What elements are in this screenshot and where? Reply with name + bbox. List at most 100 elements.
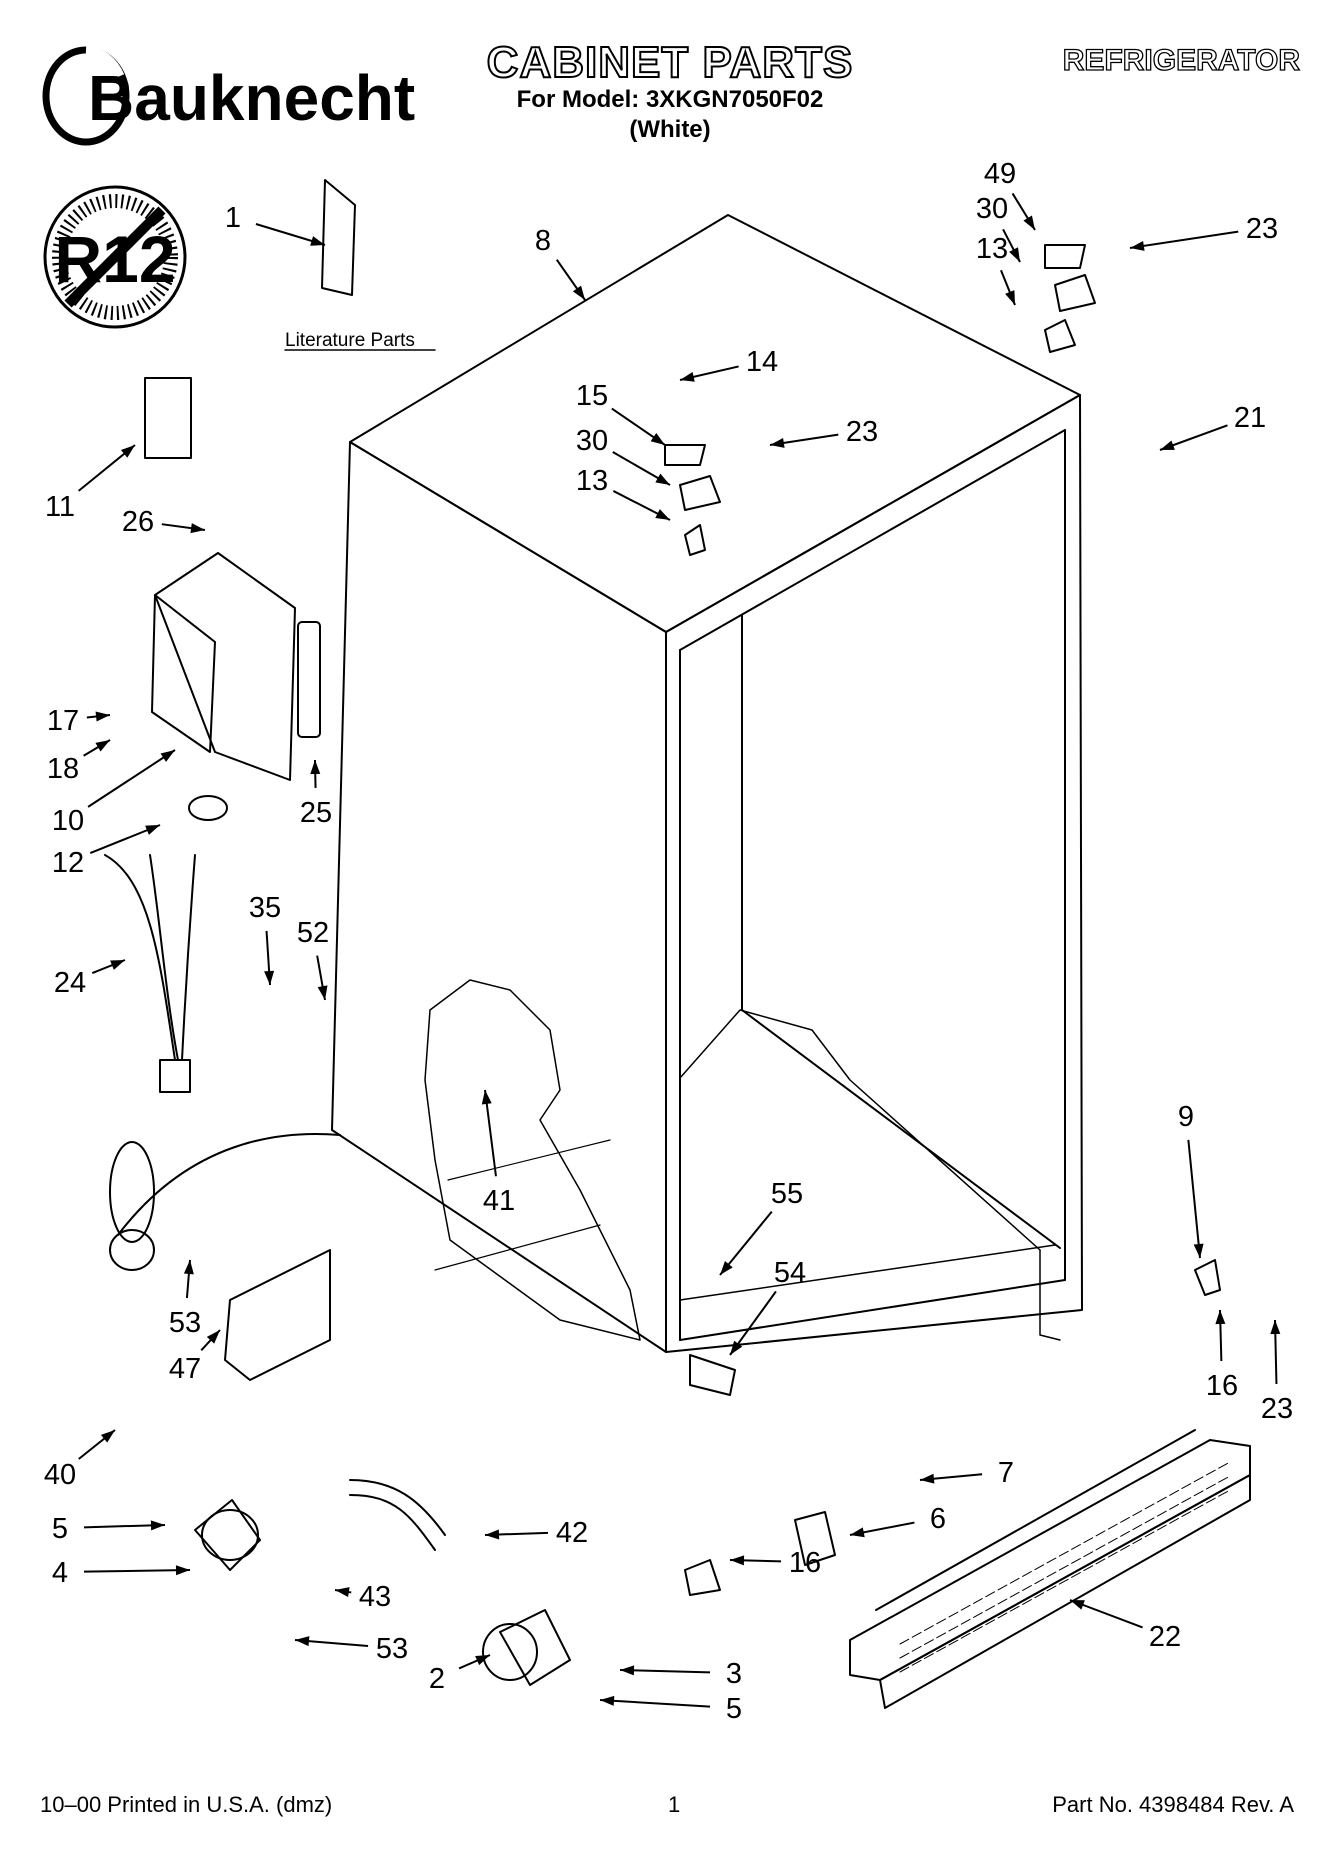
callout-number: 42: [556, 1517, 588, 1549]
callout-number: 54: [774, 1257, 806, 1289]
callout-2: 2: [429, 1654, 491, 1695]
callout-3: 3: [619, 1658, 742, 1690]
callout-number: 9: [1178, 1101, 1194, 1133]
leader-arrowhead: [95, 740, 110, 752]
hinge-stacks: [664, 244, 1096, 556]
model-line: For Model: 3XKGN7050F02: [516, 86, 824, 113]
callout-number: 18: [47, 753, 79, 785]
callout-number: 40: [44, 1459, 76, 1491]
leader-arrowhead: [1270, 1320, 1281, 1335]
callout-40: 40: [44, 1429, 116, 1491]
leader-arrowhead: [1070, 1600, 1085, 1610]
callout-number: 8: [535, 225, 551, 257]
callout-number: 53: [376, 1633, 408, 1665]
power-cord-and-cover: [109, 1132, 341, 1381]
callout-17: 17: [47, 705, 111, 737]
color-variant: (White): [629, 116, 711, 143]
callout-10: 10: [52, 749, 176, 837]
leader-arrowhead: [317, 985, 328, 1000]
callout-5: 5: [599, 1693, 742, 1725]
leader-arrowhead: [95, 711, 110, 722]
leader-arrowhead: [264, 970, 275, 985]
print-date: 10–00 Printed in U.S.A. (dmz): [40, 1792, 333, 1817]
callout-21: 21: [1159, 402, 1266, 451]
callout-number: 24: [54, 967, 86, 999]
literature-parts-label: Literature Parts: [285, 330, 415, 351]
wire-harness: [104, 854, 196, 1093]
callout-7: 7: [919, 1457, 1014, 1489]
leader-arrowhead: [730, 1555, 745, 1566]
leader-arrowhead: [1193, 1243, 1204, 1258]
leader-arrowhead: [1005, 290, 1015, 305]
callout-number: 53: [169, 1307, 201, 1339]
callout-4: 4: [52, 1557, 191, 1589]
callout-number: 43: [359, 1581, 391, 1613]
leader-arrowhead: [120, 445, 135, 458]
callout-11: 11: [45, 444, 136, 523]
leader-arrowhead: [655, 509, 670, 520]
leader-arrowhead: [730, 1340, 743, 1355]
leader-arrowhead: [620, 1665, 635, 1676]
callout-52: 52: [297, 917, 329, 1001]
leader-arrowhead: [475, 1655, 490, 1666]
callout-23: 23: [769, 416, 878, 448]
callout-13: 13: [576, 465, 671, 521]
page-title: CABINET PARTS: [486, 37, 854, 88]
callout-number: 16: [1206, 1370, 1238, 1402]
callout-18: 18: [47, 739, 111, 785]
callout-number: 49: [984, 158, 1016, 190]
front-grille: [849, 1429, 1251, 1709]
leader-arrowhead: [295, 1636, 310, 1647]
leader-arrowhead: [1023, 215, 1035, 230]
leader-arrowhead: [770, 437, 785, 448]
callout-number: 25: [300, 797, 332, 829]
control-box: [144, 377, 321, 821]
callout-number: 2: [429, 1663, 445, 1695]
bottom-hardware: [194, 1259, 1221, 1686]
callout-number: 14: [746, 346, 778, 378]
callout-13: 13: [976, 233, 1016, 306]
callout-number: 6: [930, 1503, 946, 1535]
callout-number: 13: [576, 465, 608, 497]
leader-line: [619, 1669, 711, 1674]
callout-number: 10: [52, 805, 84, 837]
callout-22: 22: [1069, 1599, 1181, 1653]
callout-14: 14: [679, 346, 778, 382]
callout-30: 30: [576, 425, 671, 486]
no-r12-badge: R12: [43, 185, 187, 329]
callout-number: 26: [122, 506, 154, 538]
callout-16: 16: [729, 1547, 821, 1579]
callout-43: 43: [334, 1581, 391, 1613]
callout-23: 23: [1129, 213, 1278, 251]
leader-arrowhead: [680, 371, 695, 382]
callout-number: 23: [1261, 1393, 1293, 1425]
bauknecht-logo: Bauknecht: [42, 45, 415, 146]
callout-number: 1: [225, 202, 241, 234]
leader-arrowhead: [850, 1527, 865, 1538]
callout-number: 30: [576, 425, 608, 457]
leader-arrowhead: [572, 285, 585, 300]
callout-8: 8: [535, 225, 586, 301]
callout-number: 13: [976, 233, 1008, 265]
callout-number: 52: [297, 917, 329, 949]
callout-55: 55: [719, 1178, 803, 1276]
callout-12: 12: [52, 824, 161, 879]
leader-arrowhead: [145, 825, 160, 835]
callout-9: 9: [1178, 1101, 1204, 1259]
callout-24: 24: [54, 959, 126, 999]
leader-line: [87, 749, 176, 808]
callout-35: 35: [249, 892, 281, 986]
callout-5: 5: [52, 1513, 166, 1545]
leader-arrowhead: [150, 1520, 165, 1531]
callout-6: 6: [849, 1503, 946, 1538]
leader-arrowhead: [160, 750, 175, 762]
callout-26: 26: [122, 506, 206, 538]
callout-number: 47: [169, 1353, 201, 1385]
callout-25: 25: [300, 759, 332, 829]
callout-number: 4: [52, 1557, 68, 1589]
callout-number: 21: [1234, 402, 1266, 434]
leader-line: [1187, 1139, 1201, 1259]
leader-arrowhead: [110, 960, 125, 970]
